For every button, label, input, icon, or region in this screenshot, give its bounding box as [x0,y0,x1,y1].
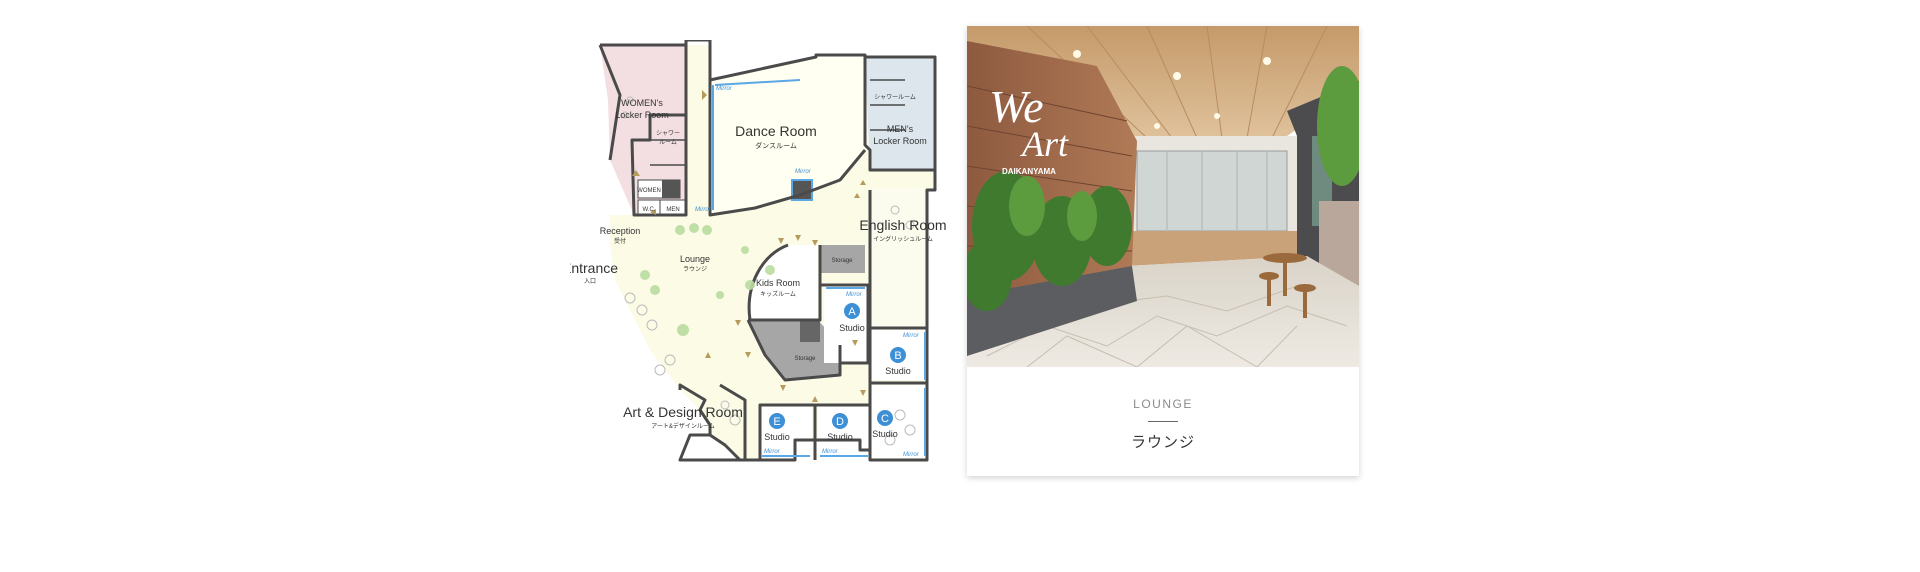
shower-right-label: シャワールーム [874,94,916,101]
kids-room-floor [749,245,818,320]
mens-locker-label-2: Locker Room [873,136,927,146]
studio-c-letter: C [881,413,889,425]
studio-de-wall [758,403,870,460]
reception-ja-label: 受付 [614,237,626,245]
kids-room-label: Kids Room [756,278,800,288]
lounge-label: Lounge [680,254,710,264]
womens-locker-label-2: Locker Room [615,110,669,120]
english-room-floor [870,188,930,328]
lounge-card: We Art DAIKANYAMA LOUNGE ラウンジ [967,26,1359,476]
caption-divider [1148,421,1178,422]
dance-room-wall [708,80,867,217]
studio-a-floor [824,285,868,363]
studio-e-letter: E [773,416,780,428]
sign-text-line3: DAIKANYAMA [1002,167,1056,176]
studio-c-label: Studio [872,429,898,439]
wc-label: W.C. [643,207,656,213]
entrance-label: Entrance [570,260,618,276]
card-title-en: LOUNGE [1133,397,1193,411]
wc-dark-box [662,180,680,198]
english-room-label: English Room [859,217,946,233]
mirror-label: Mirror [822,449,839,455]
mirror-dance-top [714,79,801,86]
studio-d-marker[interactable]: D Studio [827,413,853,442]
shower-left-label-1: シャワー [656,130,680,137]
mens-locker-label-1: MEN's [887,124,914,134]
reception-label: Reception [600,226,641,236]
kids-room-arc [747,243,789,321]
dance-room-ja-label: ダンスルーム [755,141,797,150]
plants [640,223,775,336]
storage-lower-label: Storage [794,356,816,362]
studio-a-marker[interactable]: A Studio [839,303,865,333]
english-room-ja-label: イングリッシュルーム [873,235,933,243]
lounge-photo-illustration: We Art DAIKANYAMA [967,26,1359,367]
studio-a-letter: A [848,306,856,318]
womens-inner-wall [630,45,688,217]
lounge-ja-label: ラウンジ [683,265,707,273]
card-caption: LOUNGE ラウンジ [967,367,1359,476]
decor-circles [621,96,916,446]
mirror-label: Mirror [716,86,733,92]
art-design-room-label: Art & Design Room [623,404,743,420]
mirror-label: Mirror [795,169,812,175]
route-arrows [632,90,866,402]
art-room-inner-wall [719,383,747,460]
art-design-room-ja-label: アート&デザインルーム [651,422,714,430]
kids-room-ja-label: キッズルーム [760,290,796,298]
lounge-photo: We Art DAIKANYAMA [967,26,1359,367]
studio-d-letter: D [836,416,844,428]
studio-b-marker[interactable]: B Studio [885,347,911,376]
floor-plan-map: WOMEN's Locker Room シャワー ルーム WOMEN W.C. … [570,40,947,462]
mens-area [865,57,935,170]
shower-left-label-2: ルーム [659,139,677,146]
studio-b-letter: B [894,350,901,362]
mirror-label: Mirror [846,292,863,298]
womens-outer-wall [598,44,622,161]
mirror-label: Mirror [903,333,920,339]
sign-text-line2: Art [1020,124,1069,164]
studio-d-label: Studio [827,432,853,442]
art-room-wall [678,433,740,462]
studio-e-marker[interactable]: E Studio [764,413,790,442]
studio-e-label: Studio [764,432,790,442]
storage-wall [746,319,842,382]
mirror-label: Mirror [764,449,781,455]
card-title-ja: ラウンジ [1130,434,1195,451]
storage-upper-label: Storage [831,258,853,264]
mirror-label: Mirror [903,452,920,458]
studio-c-marker[interactable]: C Studio [872,410,898,439]
women-wc-label: WOMEN [637,188,661,194]
studio-a-label: Studio [839,323,865,333]
entrance-ja-label: 入口 [584,278,596,285]
studio-b-label: Studio [885,366,911,376]
mens-wall [863,57,935,172]
studio-e-floor [760,405,812,458]
sign-text-line1: We [989,81,1044,132]
dance-room-floor [710,57,865,215]
womens-area [600,45,686,215]
storage-lower-dark [800,320,820,342]
studio-a-wall [820,283,870,365]
kids-room-wall [748,245,822,322]
womens-locker-label-1: WOMEN's [621,98,663,108]
mirror-label: Mirror [695,207,712,213]
storage-upper [820,245,865,273]
dance-room-label: Dance Room [735,123,817,139]
men-wc-label: MEN [666,207,679,213]
